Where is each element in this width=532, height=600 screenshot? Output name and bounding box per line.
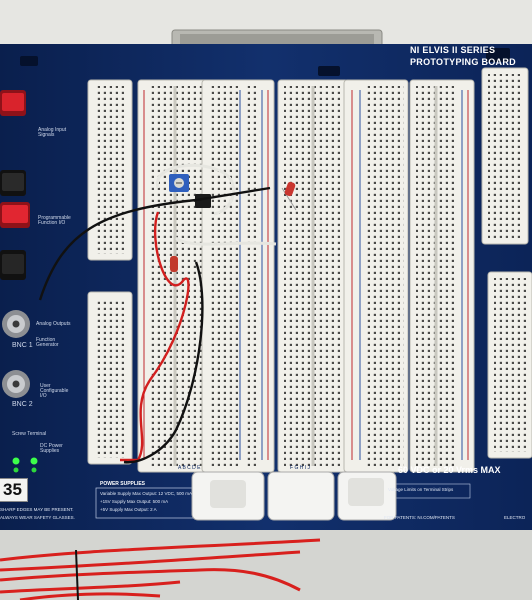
- resistor-1: [281, 181, 297, 211]
- board-title-line1: NI ELVIS II SERIES: [410, 45, 496, 55]
- potentiometer: [169, 174, 189, 192]
- ic-chip: [195, 194, 211, 208]
- wire-red-main: [120, 211, 190, 462]
- wire-white-loop: [156, 164, 235, 216]
- banana-jack-red-1: [0, 90, 26, 116]
- label-analog-outputs: Analog Outputs: [36, 321, 71, 327]
- bnc-connector-2: [2, 370, 30, 398]
- label-pfi: Programmable Function I/O: [38, 215, 71, 226]
- power-line-2: +15V Supply Max Output: 500 mA: [100, 499, 169, 504]
- banana-jack-black-1: [0, 170, 26, 196]
- wire-black-upper: [38, 186, 271, 301]
- bnc-connector-1: [2, 310, 30, 338]
- power-line-3: +5V Supply Max Output: 2 A: [100, 507, 157, 512]
- resistor-2: [170, 256, 178, 272]
- wire-black-lower: [123, 261, 204, 464]
- label-dc-power: DC Power Supplies: [40, 443, 63, 454]
- banana-jack-black-2: [0, 250, 26, 280]
- station-number-sticker: 35: [0, 478, 28, 502]
- voltage-warning: 60 VDC or 20 Vrms MAX: [398, 465, 501, 475]
- footer-warning-2: ALWAYS WEAR SAFETY GLASSES.: [0, 515, 75, 520]
- column-letters-2: F G H I J: [290, 465, 310, 471]
- footer-patents: FOR PATENTS: NI.COM/PATENTS: [384, 515, 455, 520]
- footer-right: ELECTRO: [504, 515, 526, 520]
- breadboard-4: [343, 79, 409, 473]
- label-bnc2: BNC 2: [12, 401, 33, 408]
- label-screw-terminal: Screw Terminal: [12, 431, 47, 437]
- label-function-generator: Function Generator: [36, 337, 59, 348]
- breadboard-3: [277, 79, 349, 473]
- voltage-limits-label: Voltage Limits on Terminal Strips: [388, 487, 454, 492]
- banana-jack-red-2: [0, 202, 30, 228]
- power-line-1: Variable Supply Max Output: 12 VDC, 500 …: [100, 491, 192, 496]
- breadboard-1: [137, 79, 213, 473]
- label-user-configurable: User Configurable I/O: [40, 383, 69, 399]
- label-analog-input: Analog Input Signals: [38, 127, 67, 138]
- rubber-foot-2: [267, 471, 335, 521]
- breadboard-2: [201, 79, 275, 473]
- power-supplies-title: POWER SUPPLIES: [100, 481, 146, 487]
- rubber-foot-3: [337, 471, 397, 521]
- left-terminal-strip-upper: [87, 79, 133, 261]
- red-probe-cable: [0, 538, 321, 600]
- right-terminal-strip-lower: [487, 271, 532, 459]
- footer-warning-1: SHARP EDGES MAY BE PRESENT.: [0, 507, 74, 512]
- right-terminal-strip-upper: [481, 67, 529, 245]
- rubber-foot-1: [191, 471, 265, 521]
- breadboard-5: [409, 79, 475, 473]
- column-letters-1: A B C D E: [178, 465, 201, 471]
- label-bnc1: BNC 1: [12, 342, 33, 349]
- led-indicators: [12, 457, 38, 473]
- board-title-line2: PROTOTYPING BOARD: [410, 57, 516, 67]
- left-terminal-strip-lower: [87, 291, 133, 465]
- wire-white-bridge: [175, 236, 277, 246]
